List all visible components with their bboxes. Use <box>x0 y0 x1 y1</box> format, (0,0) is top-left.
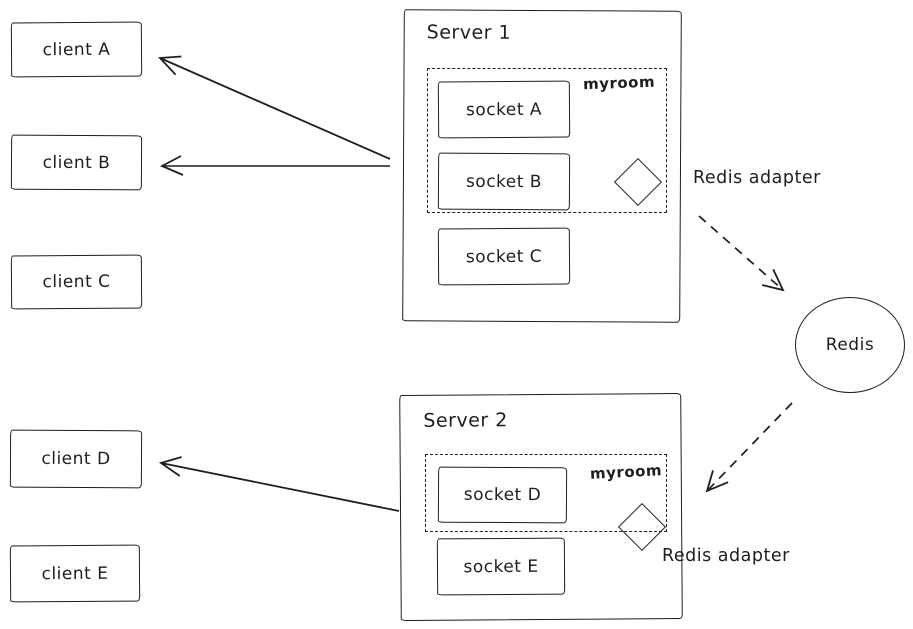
socket-b-label: socket B <box>465 171 543 192</box>
redis-circle: Redis <box>795 297 905 393</box>
server-2-myroom-box <box>425 454 667 532</box>
client-a-label: client A <box>42 39 111 60</box>
arrow-server2-to-client-d <box>158 456 400 512</box>
client-c-box: client C <box>10 254 143 310</box>
client-e-box: client E <box>9 544 141 603</box>
socket-c-box: socket C <box>437 227 571 286</box>
server-1-title: Server 1 <box>426 21 512 44</box>
dashed-arrow-redis-to-server2-adapter <box>705 402 793 493</box>
client-e-label: client E <box>41 563 109 584</box>
client-d-label: client D <box>41 448 111 470</box>
arrow-server1-to-client-a <box>158 55 391 160</box>
socket-b-box: socket B <box>437 152 571 211</box>
server-2-title: Server 2 <box>423 409 508 432</box>
socket-d-label: socket D <box>463 484 542 506</box>
client-d-box: client D <box>9 429 143 489</box>
client-b-box: client B <box>10 134 143 191</box>
socket-a-label: socket A <box>465 99 543 120</box>
socket-a-box: socket A <box>437 80 571 139</box>
server-2-myroom-label: myroom <box>589 461 663 483</box>
client-a-box: client A <box>10 21 143 78</box>
server-2-adapter-label: Redis adapter <box>662 546 790 566</box>
socket-d-box: socket D <box>437 466 568 524</box>
socket-e-label: socket E <box>463 556 539 577</box>
client-b-label: client B <box>42 152 111 173</box>
server-1-myroom-box <box>427 68 667 213</box>
client-c-label: client C <box>42 271 111 293</box>
server-1-myroom-label: myroom <box>582 72 656 94</box>
redis-label: Redis <box>825 335 875 355</box>
dashed-arrow-server1-adapter-to-redis <box>698 215 785 292</box>
server-1-adapter-label: Redis adapter <box>693 168 821 188</box>
socket-c-label: socket C <box>465 246 543 267</box>
socket-e-box: socket E <box>436 537 566 596</box>
